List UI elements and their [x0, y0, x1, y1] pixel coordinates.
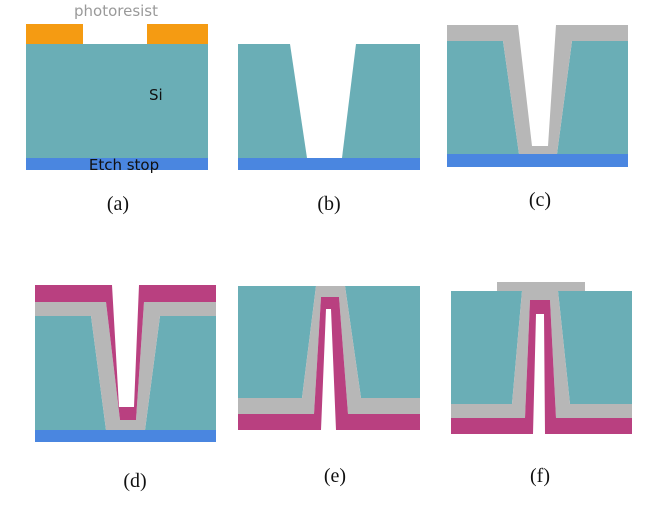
oxide-liner: [451, 282, 632, 418]
oxide-liner: [447, 25, 628, 154]
silicon-left-block: [238, 44, 307, 158]
silicon-left-block: [35, 316, 106, 430]
photoresist-left: [26, 24, 83, 44]
second-liner: [238, 297, 420, 430]
silicon-left-block: [451, 291, 522, 404]
photoresist-label: photoresist: [74, 2, 158, 20]
silicon-right-block: [345, 286, 420, 398]
caption-d: (d): [123, 470, 146, 492]
silicon-right-block: [342, 44, 420, 158]
caption-c: (c): [529, 189, 551, 211]
oxide-liner: [35, 302, 216, 430]
panel-d: (d): [35, 285, 216, 492]
panel-a: photoresist Si Etch stop (a): [26, 2, 208, 215]
caption-e: (e): [324, 465, 346, 487]
silicon-substrate: [26, 44, 208, 158]
photoresist-right: [147, 24, 208, 44]
silicon-right-block: [557, 41, 628, 154]
etch-stop-layer: [35, 430, 216, 442]
etch-stop-label: Etch stop: [89, 156, 159, 174]
panel-f: (f): [451, 282, 632, 487]
second-liner: [451, 300, 632, 434]
silicon-left-block: [447, 41, 519, 154]
etch-stop-layer: [238, 158, 420, 170]
panel-b: (b): [238, 44, 420, 215]
caption-a: (a): [107, 193, 129, 215]
si-label: Si: [149, 86, 163, 104]
etch-stop-layer: [26, 158, 208, 170]
panel-c: (c): [447, 25, 628, 211]
etch-stop-layer: [447, 154, 628, 167]
silicon-right-block: [145, 316, 216, 430]
silicon-right-block: [558, 291, 632, 404]
panel-e: (e): [238, 286, 420, 487]
caption-f: (f): [530, 465, 550, 487]
caption-b: (b): [317, 193, 340, 215]
oxide-liner: [238, 286, 420, 414]
silicon-left-block: [238, 286, 316, 398]
second-liner: [35, 285, 216, 420]
